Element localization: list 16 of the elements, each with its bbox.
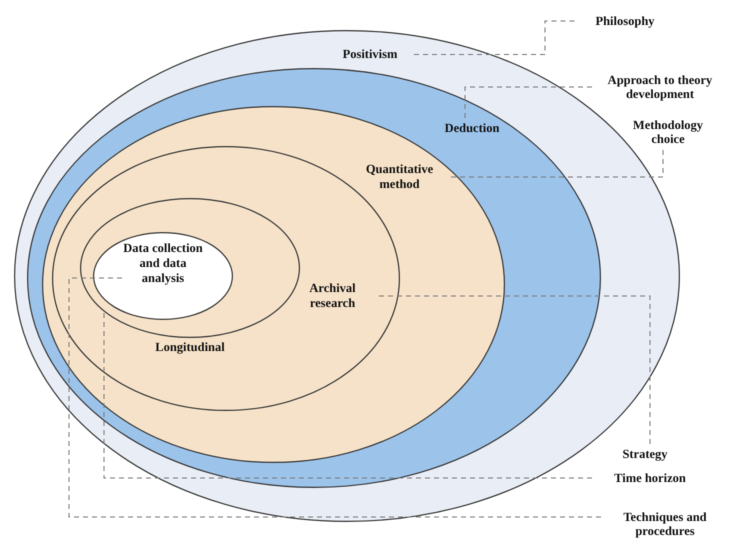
layer-label: Longitudinal [154,340,226,355]
layer-label: Positivism [342,47,398,62]
layer-title: Approach to theory development [596,73,724,101]
layer-label: Archival research [308,281,357,311]
layer-label: Quantitative method [364,162,434,192]
layer-label: Deduction [444,121,500,136]
leader-line [378,296,650,444]
layer-title: Philosophy [580,14,670,28]
layer-title: Time horizon [600,471,700,485]
leader-line [414,20,576,55]
layer-title: Methodology choice [622,118,714,146]
leader-line [450,148,664,178]
layer-title: Techniques and procedures [605,510,725,538]
layer-label: Data collection and data analysis [122,241,204,286]
leader-line [68,278,602,518]
layer-title: Strategy [610,447,680,461]
